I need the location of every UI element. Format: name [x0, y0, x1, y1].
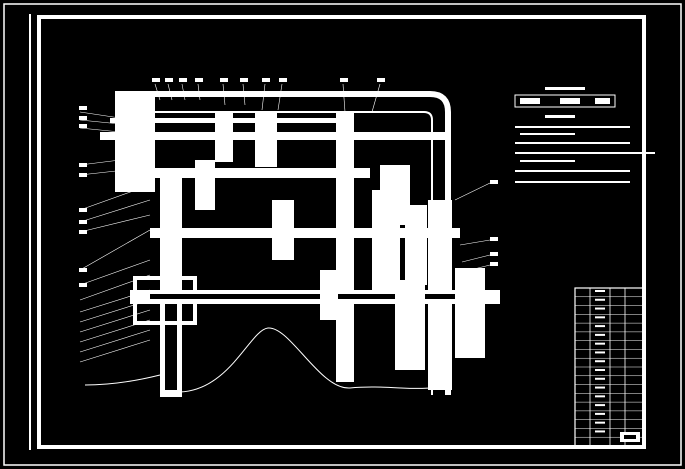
notes-lines: [515, 126, 655, 183]
left-callout-bubbles: [79, 106, 87, 287]
gear-g: [405, 205, 427, 285]
table-cell-mark: [595, 298, 605, 301]
gearbox-section-view: [84, 91, 500, 397]
table-cell-mark: [595, 377, 605, 380]
right-leader-lines: [454, 182, 491, 271]
table-cell-mark: [595, 325, 605, 328]
table-cell-mark: [595, 360, 605, 363]
table-cell-mark: [595, 316, 605, 319]
table-cell-mark: [595, 290, 605, 292]
notes-subheading: [545, 115, 575, 118]
housing-top-inner: [120, 111, 433, 395]
table-cell-mark: [595, 333, 605, 336]
left-leader-lines: [79, 111, 151, 363]
table-cell-mark: [595, 395, 605, 398]
right-callout-bubbles: [490, 180, 498, 266]
housing-top-wall: [115, 91, 451, 395]
table-cell-mark: [595, 342, 605, 345]
left-wall-hatch: [165, 300, 177, 390]
gear-f: [372, 190, 400, 290]
table-cell-mark: [595, 404, 605, 407]
gear-h: [320, 270, 338, 320]
parts-table-rows: [575, 290, 643, 438]
outer-border: [3, 3, 682, 466]
shaft-2: [130, 168, 370, 178]
table-cell-mark: [595, 386, 605, 389]
base-curve: [179, 327, 431, 393]
notes-heading: [545, 87, 585, 90]
notes-title-box: [514, 94, 616, 108]
left-leader-curve: [84, 374, 161, 386]
right-bearing: [455, 268, 485, 358]
output-shaft-inner: [150, 294, 480, 299]
notes-title-fill: [520, 98, 540, 104]
table-cell-mark: [595, 421, 605, 424]
gear-a: [215, 112, 233, 162]
table-cell-mark: [595, 430, 605, 433]
gear-i: [395, 280, 425, 370]
top-leader-lines: [154, 83, 381, 113]
drawing-frame: [37, 15, 646, 449]
table-cell-mark: [595, 412, 605, 415]
gear-b: [255, 112, 277, 167]
middle-housing-wall: [336, 112, 354, 382]
table-cell-mark: [595, 307, 605, 310]
gear-c: [195, 160, 215, 210]
intermediate-shaft: [150, 228, 460, 238]
gear-e: [272, 200, 294, 260]
technical-notes: [514, 87, 655, 183]
top-callout-bubbles: [152, 78, 385, 82]
table-cell-mark: [595, 369, 605, 371]
table-cell-mark: [595, 351, 605, 354]
parts-list-table: [574, 287, 644, 447]
